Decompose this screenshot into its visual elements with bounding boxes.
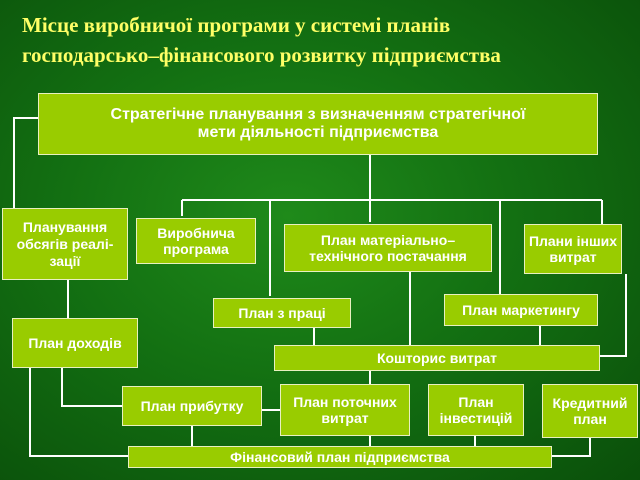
- profit-plan-box: План прибутку: [122, 386, 262, 426]
- financial-plan-box: Фінансовий план підприємства: [128, 446, 552, 468]
- page-title: Місце виробничої програми у системі план…: [22, 13, 501, 67]
- production-program-box: Виробнича програма: [136, 218, 256, 264]
- material-supply-plan-box: План матеріально–технічного постачання: [284, 224, 492, 272]
- credit-plan-box: Кредитний план: [542, 384, 638, 438]
- investment-plan-box: План інвестицій: [428, 384, 524, 436]
- labor-plan-box: План з праці: [213, 298, 351, 328]
- current-costs-plan-box: План поточних витрат: [280, 384, 410, 436]
- strategic-planning-box: Стратегічне планування з визначенням стр…: [38, 93, 598, 155]
- cost-estimate-box: Кошторис витрат: [274, 345, 600, 371]
- sales-volume-planning-box: Планування обсягів реалі- зації: [2, 208, 128, 280]
- marketing-plan-box: План маркетингу: [444, 294, 598, 326]
- other-costs-plans-box: Плани інших витрат: [524, 224, 622, 274]
- income-plan-box: План доходів: [12, 318, 138, 368]
